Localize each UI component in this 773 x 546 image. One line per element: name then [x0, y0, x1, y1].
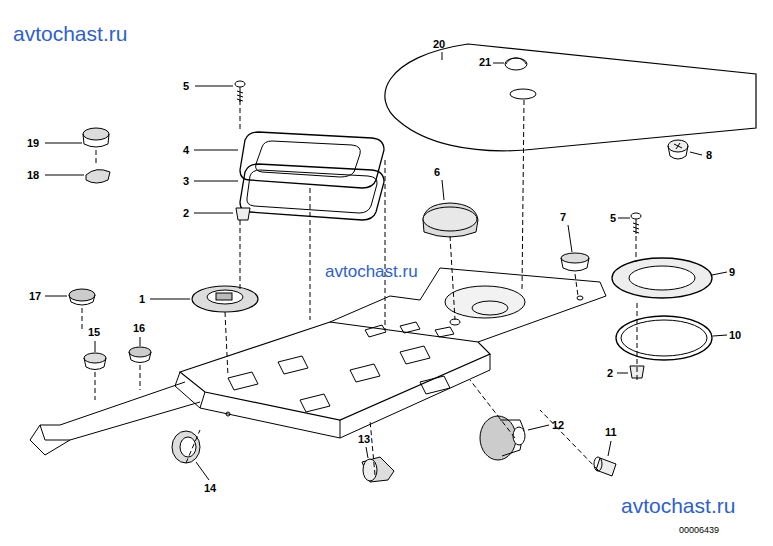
callout-number: 18: [27, 170, 39, 181]
callout-number: 16: [133, 323, 145, 334]
callout-number: 10: [729, 330, 741, 341]
callout-number: 12: [552, 420, 564, 431]
callout-number: 5: [610, 213, 616, 224]
callout-number: 2: [183, 208, 189, 219]
callout-number: 13: [358, 434, 370, 445]
watermark: avtochast.ru: [325, 263, 418, 280]
watermark: avtochast.ru: [13, 23, 127, 44]
callout-number: 11: [605, 427, 617, 438]
callout-number: 5: [183, 81, 189, 92]
callout-number: 21: [479, 57, 491, 68]
callout-number: 4: [183, 145, 189, 156]
callout-number: 2: [607, 368, 613, 379]
callout-number: 9: [729, 267, 735, 278]
callout-number: 7: [560, 212, 566, 223]
callout-number: 19: [27, 138, 39, 149]
callout-number: 20: [433, 39, 445, 50]
callout-number: 15: [88, 327, 100, 338]
callout-number: 6: [434, 167, 440, 178]
callout-number: 3: [183, 176, 189, 187]
callout-number: 17: [29, 291, 41, 302]
callout-number: 14: [204, 483, 216, 494]
watermark: avtochast.ru: [621, 495, 735, 516]
callout-number: 1: [139, 294, 145, 305]
drawing-number: 00006439: [679, 526, 719, 535]
callout-number: 8: [706, 150, 712, 161]
